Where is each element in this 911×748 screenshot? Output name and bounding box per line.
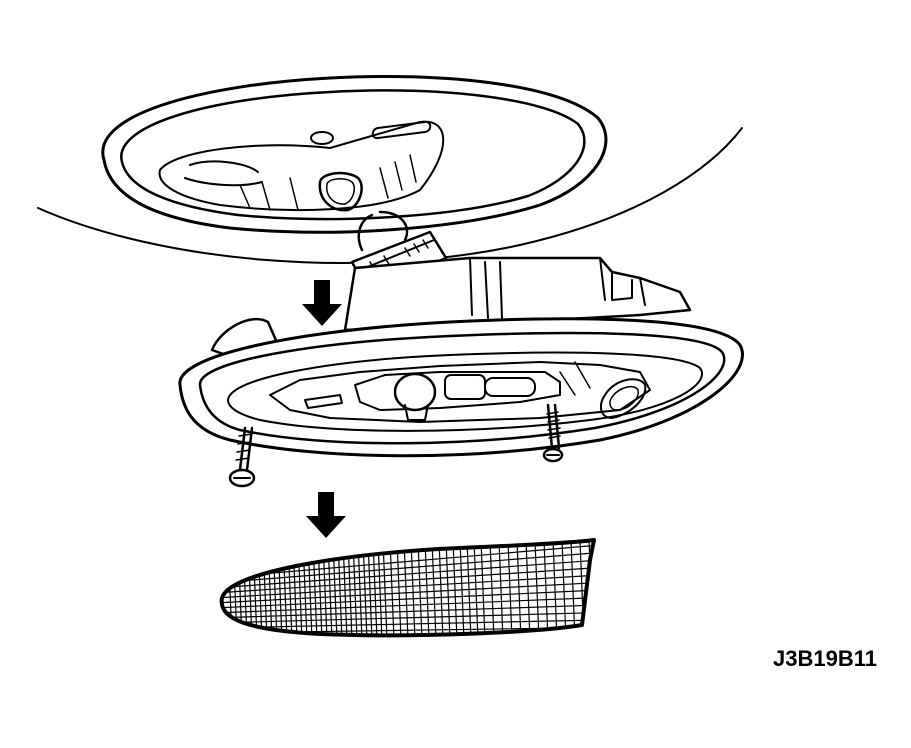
lens-grid-line	[221, 574, 595, 599]
lens-grid-line	[221, 559, 595, 589]
lens-grid-line	[473, 540, 479, 636]
lens-grid-line	[221, 589, 595, 609]
lens-grid-line	[552, 540, 558, 636]
lens-grid-line	[237, 540, 243, 636]
lens-grid-line	[410, 540, 416, 636]
lens-grid-line	[543, 540, 549, 636]
lens-grid-line	[272, 540, 278, 636]
lens-grid-line	[232, 540, 238, 636]
lens-grid-line	[287, 540, 293, 636]
lamp-lens	[219, 538, 602, 640]
lens-grid-line	[570, 540, 576, 636]
lens-grid-line	[561, 540, 567, 636]
lens-grid-line	[292, 540, 298, 636]
wire-harness	[357, 210, 409, 252]
lens-grid-line	[377, 540, 383, 636]
lens-grid-line	[534, 540, 540, 636]
lens-grid-line	[221, 581, 595, 604]
headliner-edge	[37, 127, 743, 265]
lens-grid-line	[297, 540, 303, 636]
lens-grid-line	[417, 540, 423, 636]
lens-grid-line	[389, 540, 395, 636]
lens-grid-line	[431, 540, 437, 636]
lens-grid-line	[282, 540, 288, 636]
lens-grid-line	[322, 540, 328, 636]
lens-grid-line	[372, 540, 378, 636]
lens-grid-line	[221, 551, 595, 584]
lens-grid-line	[221, 566, 595, 594]
lens-grid-line	[438, 540, 444, 636]
lens-grid-line	[480, 540, 486, 636]
lens-grid-line	[277, 540, 283, 636]
lens-grid-line	[307, 540, 313, 636]
lamp-bulb	[393, 372, 536, 421]
lens-grid-line	[221, 619, 595, 629]
lens-grid-line	[221, 596, 595, 614]
lens-grid-line	[403, 540, 409, 636]
lens-grid-line	[396, 540, 402, 636]
lens-grid-line	[516, 540, 522, 636]
lens-grid-line	[507, 540, 513, 636]
figure-id-label: J3B19B11	[773, 646, 877, 671]
lens-grid-line	[221, 604, 595, 619]
lens-grid-line	[525, 540, 531, 636]
lens-grid-line	[424, 540, 430, 636]
mounting-screw-left	[228, 426, 256, 488]
mounting-screw-right	[542, 403, 564, 463]
lens-grid-line	[221, 611, 595, 624]
lens-grid-line	[498, 540, 504, 636]
lens-grid-line	[598, 540, 602, 640]
lens-grid-line	[317, 540, 323, 636]
lens-grid-line	[382, 540, 388, 636]
lens-grid-line	[312, 540, 318, 636]
lens-grid-line	[302, 540, 308, 636]
dome-lamp-housing	[178, 256, 744, 458]
headliner-opening	[101, 75, 608, 234]
lens-grid-line	[489, 540, 495, 636]
direction-arrow-lower	[306, 492, 346, 538]
lens-grid-line	[221, 544, 595, 579]
direction-arrow-upper	[302, 280, 342, 326]
